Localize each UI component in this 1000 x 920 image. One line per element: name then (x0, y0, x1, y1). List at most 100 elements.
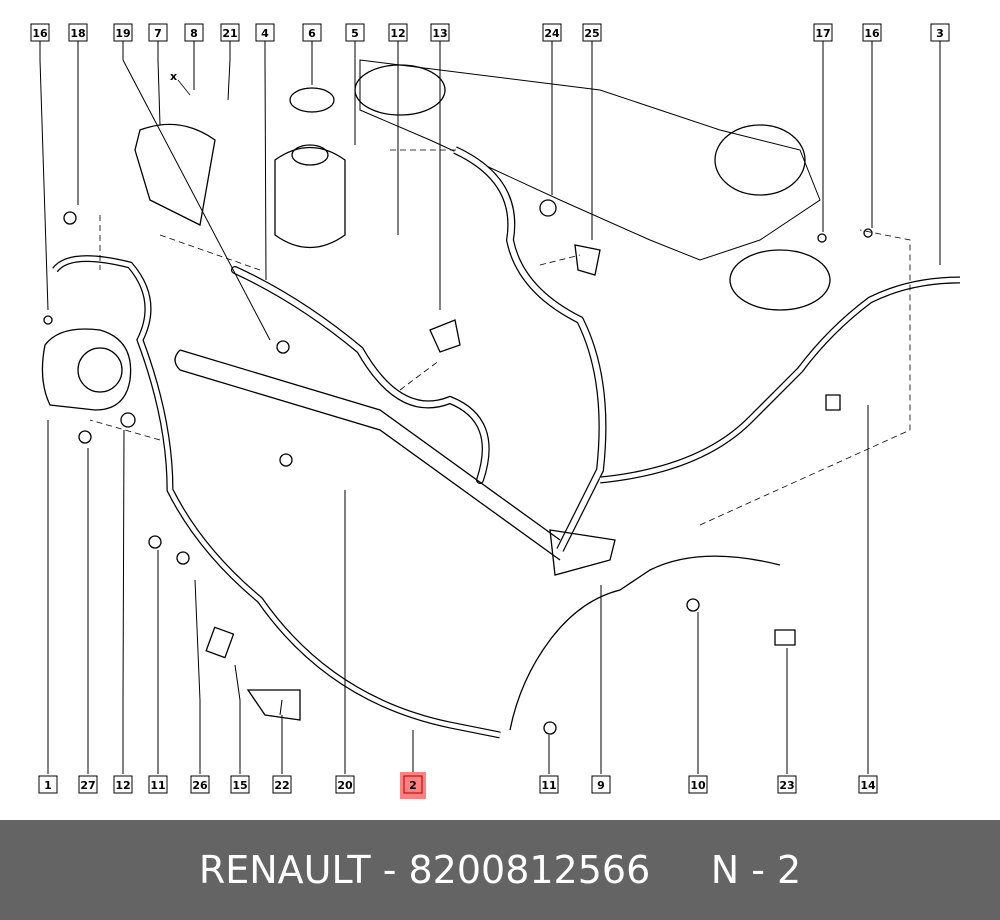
callout-21: 21 (220, 23, 240, 42)
rack-boot-right (729, 249, 831, 311)
callout-box (862, 23, 882, 42)
callout-number: 17 (815, 27, 830, 40)
callout-box (930, 23, 950, 42)
footer-gap (650, 848, 710, 892)
seal-16b (863, 228, 873, 238)
callout-number: 1 (44, 779, 52, 792)
rack-valve (714, 124, 806, 196)
bracket-22 (246, 689, 301, 721)
callout-17: 17 (813, 23, 833, 42)
callout-number: 26 (192, 779, 208, 792)
callout-number: 24 (544, 27, 560, 40)
rack-boot-left (354, 64, 446, 116)
clip-12 (120, 412, 136, 428)
leader-line (122, 429, 125, 701)
position-code: N - 2 (710, 848, 802, 892)
reservoir (274, 147, 346, 248)
callout-box (38, 775, 58, 794)
leader-line (157, 59, 161, 126)
callout-box (113, 23, 133, 42)
leader-line (122, 59, 271, 341)
callout-3: 3 (930, 23, 950, 42)
bolt-26 (176, 551, 190, 565)
callout-12: 12 (388, 23, 408, 42)
callout-box (148, 23, 168, 42)
bolt-19 (276, 340, 290, 354)
callout-box (184, 23, 204, 42)
seal-17 (817, 233, 827, 243)
callout-number: 12 (115, 779, 130, 792)
callout-number: 19 (115, 27, 130, 40)
clip-24 (539, 199, 557, 217)
leader-line (227, 59, 231, 101)
callout-18: 18 (68, 23, 88, 42)
callout-box (272, 775, 292, 794)
clip-23 (774, 629, 796, 646)
callout-box (777, 775, 797, 794)
bolt-11b (543, 721, 557, 735)
callout-box (230, 775, 250, 794)
part-number: 8200812566 (408, 848, 651, 892)
callout-box (335, 775, 355, 794)
bolt-27 (78, 430, 92, 444)
callout-number: 14 (860, 779, 876, 792)
callout-box (582, 23, 602, 42)
callout-box (403, 775, 423, 794)
callout-box (858, 775, 878, 794)
callout-box (190, 775, 210, 794)
clip-14 (825, 394, 841, 411)
pressure-hose (52, 255, 501, 739)
callout-10: 10 (688, 775, 708, 794)
callout-number: 13 (432, 27, 447, 40)
callout-box (30, 23, 50, 42)
callout-number: 6 (308, 27, 316, 40)
callout-16: 16 (30, 23, 50, 42)
callout-number: 22 (274, 779, 289, 792)
callout-box (591, 775, 611, 794)
callout-20: 20 (335, 775, 355, 794)
callout-2: 2 (400, 772, 426, 799)
callout-19: 19 (113, 23, 133, 42)
callout-12: 12 (113, 775, 133, 794)
seal-16a (43, 315, 53, 325)
leader-line (279, 699, 283, 716)
bolt-11a (148, 535, 162, 549)
callout-26: 26 (190, 775, 210, 794)
clip-25 (574, 244, 601, 276)
cooler-pipe (174, 349, 561, 561)
callout-11: 11 (539, 775, 559, 794)
union-13 (429, 319, 461, 353)
reservoir-hose (453, 146, 607, 552)
callout-16: 16 (862, 23, 882, 42)
callout-14: 14 (858, 775, 878, 794)
callout-number: 25 (584, 27, 599, 40)
callout-number: 18 (70, 27, 85, 40)
fitting-15 (205, 626, 235, 659)
callout-number: 23 (779, 779, 794, 792)
callout-25: 25 (582, 23, 602, 42)
return-hose (231, 266, 490, 484)
callout-box (220, 23, 240, 42)
callout-number: 12 (390, 27, 405, 40)
callout-box (302, 23, 322, 42)
callout-box (539, 775, 559, 794)
callout-number: 10 (690, 779, 706, 792)
callout-number: 16 (32, 27, 48, 40)
callout-27: 27 (78, 775, 98, 794)
callout-22: 22 (272, 775, 292, 794)
callout-box (388, 23, 408, 42)
callout-box (78, 775, 98, 794)
callout-box (148, 775, 168, 794)
bolt-20 (279, 453, 293, 467)
leader-lines (39, 41, 941, 774)
callout-box (113, 775, 133, 794)
callout-9: 9 (591, 775, 611, 794)
callout-box (68, 23, 88, 42)
callout-number: 11 (541, 779, 556, 792)
annotation-x: x (170, 70, 177, 83)
callout-1: 1 (38, 775, 58, 794)
callout-11: 11 (148, 775, 168, 794)
leader-line (39, 59, 49, 311)
callout-number: 20 (337, 779, 353, 792)
